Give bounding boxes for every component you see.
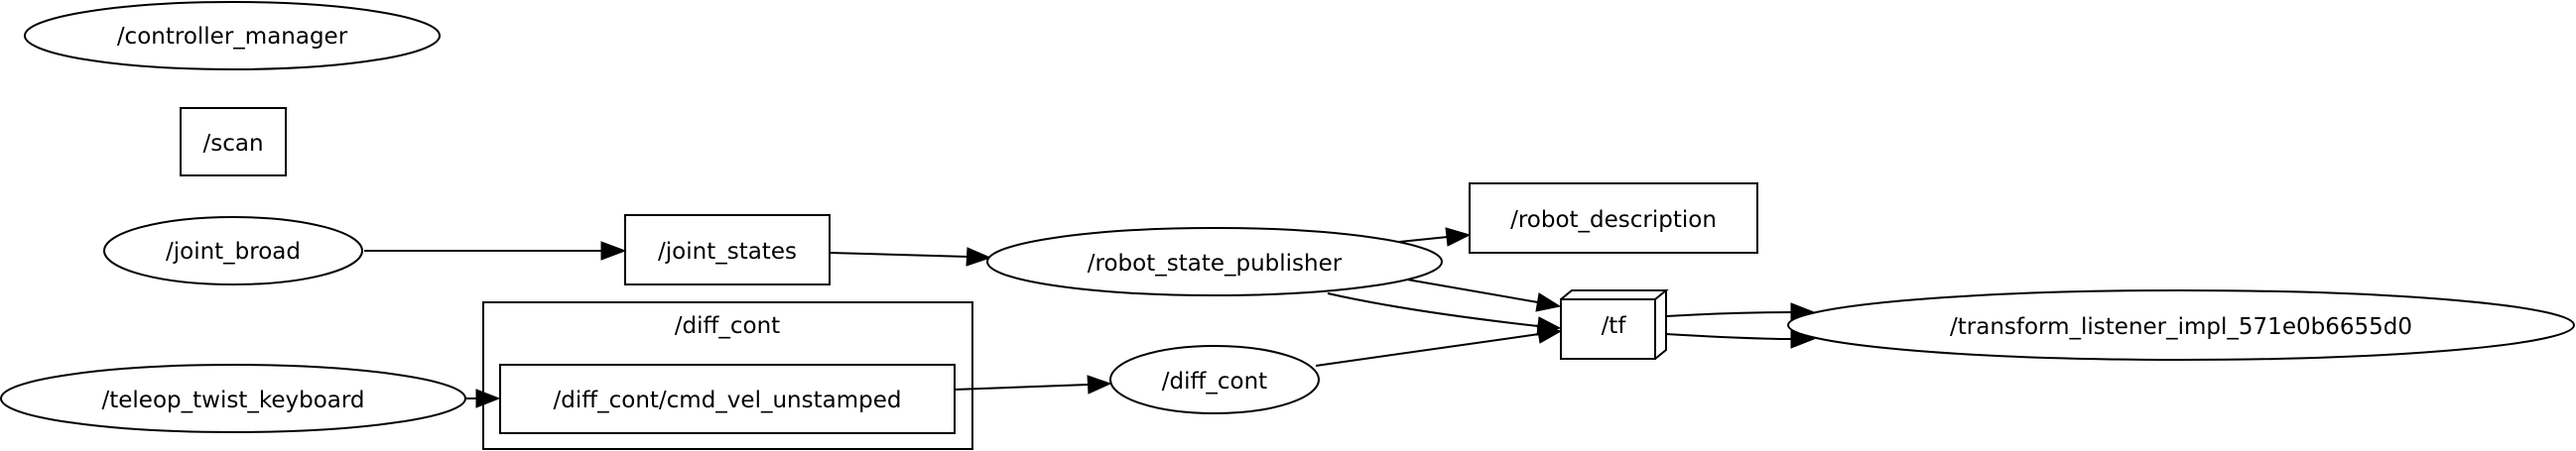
topic-diff-cont-cmd-vel-unstamped[interactable]: /diff_cont/cmd_vel_unstamped	[499, 364, 956, 434]
node-robot-state-publisher[interactable]: /robot_state_publisher	[986, 227, 1443, 296]
topic-scan-label: /scan	[202, 131, 263, 157]
edge-robot-state-publisher-to-robot-description	[1398, 227, 1472, 247]
topic-diff-cont-cmd-vel-unstamped-label: /diff_cont/cmd_vel_unstamped	[554, 388, 902, 413]
cluster-diff-cont[interactable]: /diff_cont	[482, 301, 973, 450]
topic-joint-states-label: /joint_states	[658, 239, 797, 265]
node-diff-cont[interactable]: /diff_cont	[1109, 345, 1320, 414]
topic-joint-states[interactable]: /joint_states	[624, 214, 831, 285]
node-transform-listener-label: /transform_listener_impl_571e0b6655d0	[1950, 314, 2412, 340]
edge-tf-to-transform-listener-2	[1665, 329, 1816, 349]
edge-diff-cont-to-tf	[1315, 324, 1563, 367]
edges	[364, 227, 1816, 408]
node-joint-broad-label: /joint_broad	[166, 239, 301, 265]
edge-cmd-vel-unstamped-to-diff-cont	[954, 375, 1112, 395]
edge-joint-states-to-robot-state-publisher	[829, 247, 992, 267]
edge-teleop-to-cmd-vel-unstamped	[466, 389, 501, 408]
node-joint-broad[interactable]: /joint_broad	[103, 216, 363, 285]
topic-scan[interactable]: /scan	[180, 107, 287, 176]
node-robot-state-publisher-label: /robot_state_publisher	[1088, 251, 1343, 277]
cluster-diff-cont-label: /diff_cont	[675, 313, 780, 339]
edge-joint-broad-to-joint-states	[364, 241, 627, 261]
node-transform-listener[interactable]: /transform_listener_impl_571e0b6655d0	[1787, 289, 2575, 361]
topic-tf[interactable]: /tf	[1560, 289, 1669, 360]
topic-robot-description-label: /robot_description	[1510, 207, 1717, 233]
topic-robot-description[interactable]: /robot_description	[1469, 182, 1758, 254]
topic-tf-label: /tf	[1602, 313, 1627, 339]
node-controller-manager[interactable]: /controller_manager	[24, 1, 441, 70]
edge-tf-to-transform-listener-1	[1665, 302, 1816, 322]
node-teleop-twist-keyboard-label: /teleop_twist_keyboard	[101, 388, 364, 413]
node-controller-manager-label: /controller_manager	[117, 24, 348, 50]
node-teleop-twist-keyboard[interactable]: /teleop_twist_keyboard	[0, 364, 466, 433]
edge-robot-state-publisher-to-tf-1	[1406, 279, 1562, 312]
node-diff-cont-label: /diff_cont	[1162, 369, 1267, 395]
